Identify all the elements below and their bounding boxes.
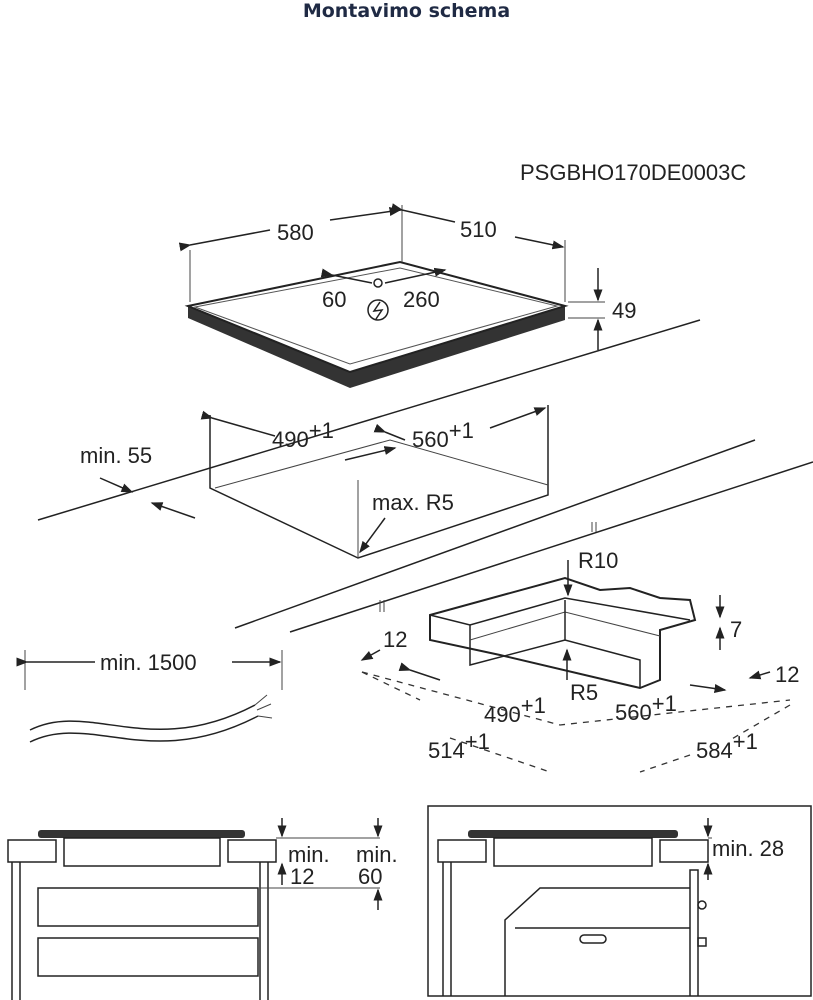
- inner-width-label: 490+1: [484, 693, 546, 727]
- side-view-oven: min. 28: [427, 805, 812, 997]
- corner-radius-label: max. R5: [372, 490, 454, 515]
- hob-conn-b: 260: [403, 287, 440, 312]
- r5-label: R5: [570, 680, 598, 705]
- min-label-60: min.: [356, 842, 398, 867]
- model-code: PSGBHO170DE0003C: [520, 160, 746, 185]
- outer-depth-label: 584+1: [696, 729, 758, 763]
- gap-right-label: 12: [775, 662, 799, 687]
- min-28-label: min. 28: [712, 836, 784, 861]
- hob-height-label: 49: [612, 298, 636, 323]
- outer-width-label: 514+1: [428, 729, 490, 763]
- frame-drawing: R10 R5 7 12 12 490+1 560+1 514+1 584+1: [360, 548, 799, 773]
- cutout-width-label: 490+1: [272, 418, 334, 452]
- r10-label: R10: [578, 548, 618, 573]
- min-label-12: min.: [288, 842, 330, 867]
- cutout-depth-label: 560+1: [412, 418, 474, 452]
- hob-depth-label: 510: [460, 217, 497, 242]
- cable-length-label: min. 1500: [100, 650, 197, 675]
- gap-left-label: 12: [383, 627, 407, 652]
- hob-drawing: 580 510 60 260 49: [178, 203, 636, 388]
- inner-depth-label: 560+1: [615, 691, 677, 725]
- value-60: 60: [358, 864, 382, 889]
- hob-conn-a: 60: [322, 287, 346, 312]
- page-title: Montavimo schema: [302, 0, 511, 22]
- side-view-drawers: min. 12 min. 60: [7, 818, 398, 1000]
- hob-width-label: 580: [277, 220, 314, 245]
- min-edge-label: min. 55: [80, 443, 152, 468]
- value-12: 12: [290, 864, 314, 889]
- depth7-label: 7: [730, 617, 742, 642]
- cable-drawing: min. 1500: [16, 650, 283, 743]
- cutout-drawing: 490+1 560+1 min. 55 max. R5: [37, 319, 813, 633]
- power-connection-icon: [367, 299, 389, 321]
